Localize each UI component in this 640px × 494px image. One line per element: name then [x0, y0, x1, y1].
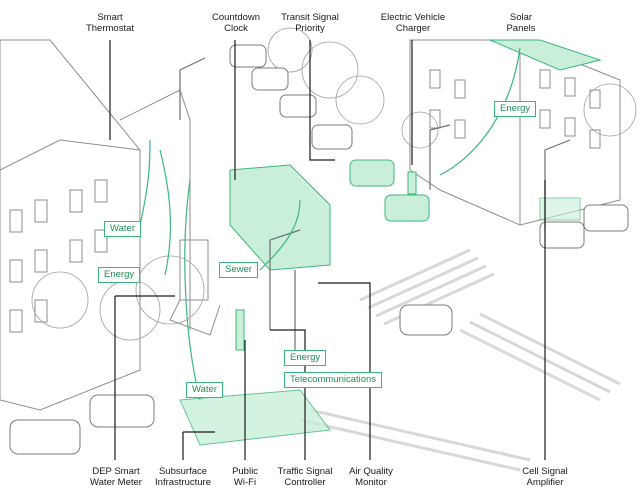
right-building	[409, 39, 621, 226]
label-countdown-clock: Countdown Clock	[211, 12, 261, 34]
parked-cars	[9, 44, 629, 455]
tag-energy-left: Energy	[98, 267, 141, 283]
bus	[229, 164, 331, 271]
ev-charger	[407, 171, 417, 195]
tag-water-upper: Water	[104, 221, 141, 237]
label-air-quality-monitor: Air Quality Monitor	[349, 466, 393, 488]
tag-water-lower: Water	[186, 382, 223, 398]
tag-energy-solar: Energy	[494, 101, 537, 117]
label-transit-signal-priority: Transit Signal Priority	[281, 12, 339, 34]
wifi-kiosk	[235, 309, 245, 351]
label-electric-vehicle-charger: Electric Vehicle Charger	[380, 12, 446, 34]
label-smart-thermostat: Smart Thermostat	[85, 12, 135, 34]
label-traffic-signal-controller: Traffic Signal Controller	[277, 466, 333, 488]
label-cell-signal-amplifier: Cell Signal Amplifier	[522, 466, 568, 488]
label-subsurface-infrastructure: Subsurface Infrastructure	[155, 466, 211, 488]
tag-telecommunications: Telecommunications	[284, 372, 383, 388]
flow-arrows	[139, 47, 521, 401]
label-public-wifi: Public Wi-Fi	[232, 466, 258, 488]
tag-sewer: Sewer	[219, 262, 258, 278]
smart-infrastructure-highlights	[179, 159, 581, 446]
subsurface-trench	[179, 389, 331, 446]
label-dep-smart-water-meter: DEP Smart Water Meter	[90, 466, 142, 488]
tag-energy-center: Energy	[284, 350, 327, 366]
left-building	[0, 39, 221, 411]
road-markings	[299, 248, 621, 472]
bike-lane	[539, 197, 581, 221]
callout-lines	[109, 40, 546, 460]
solar-panels-roof	[489, 39, 602, 71]
label-solar-panels: Solar Panels	[506, 12, 536, 34]
ev-cars	[349, 159, 395, 187]
